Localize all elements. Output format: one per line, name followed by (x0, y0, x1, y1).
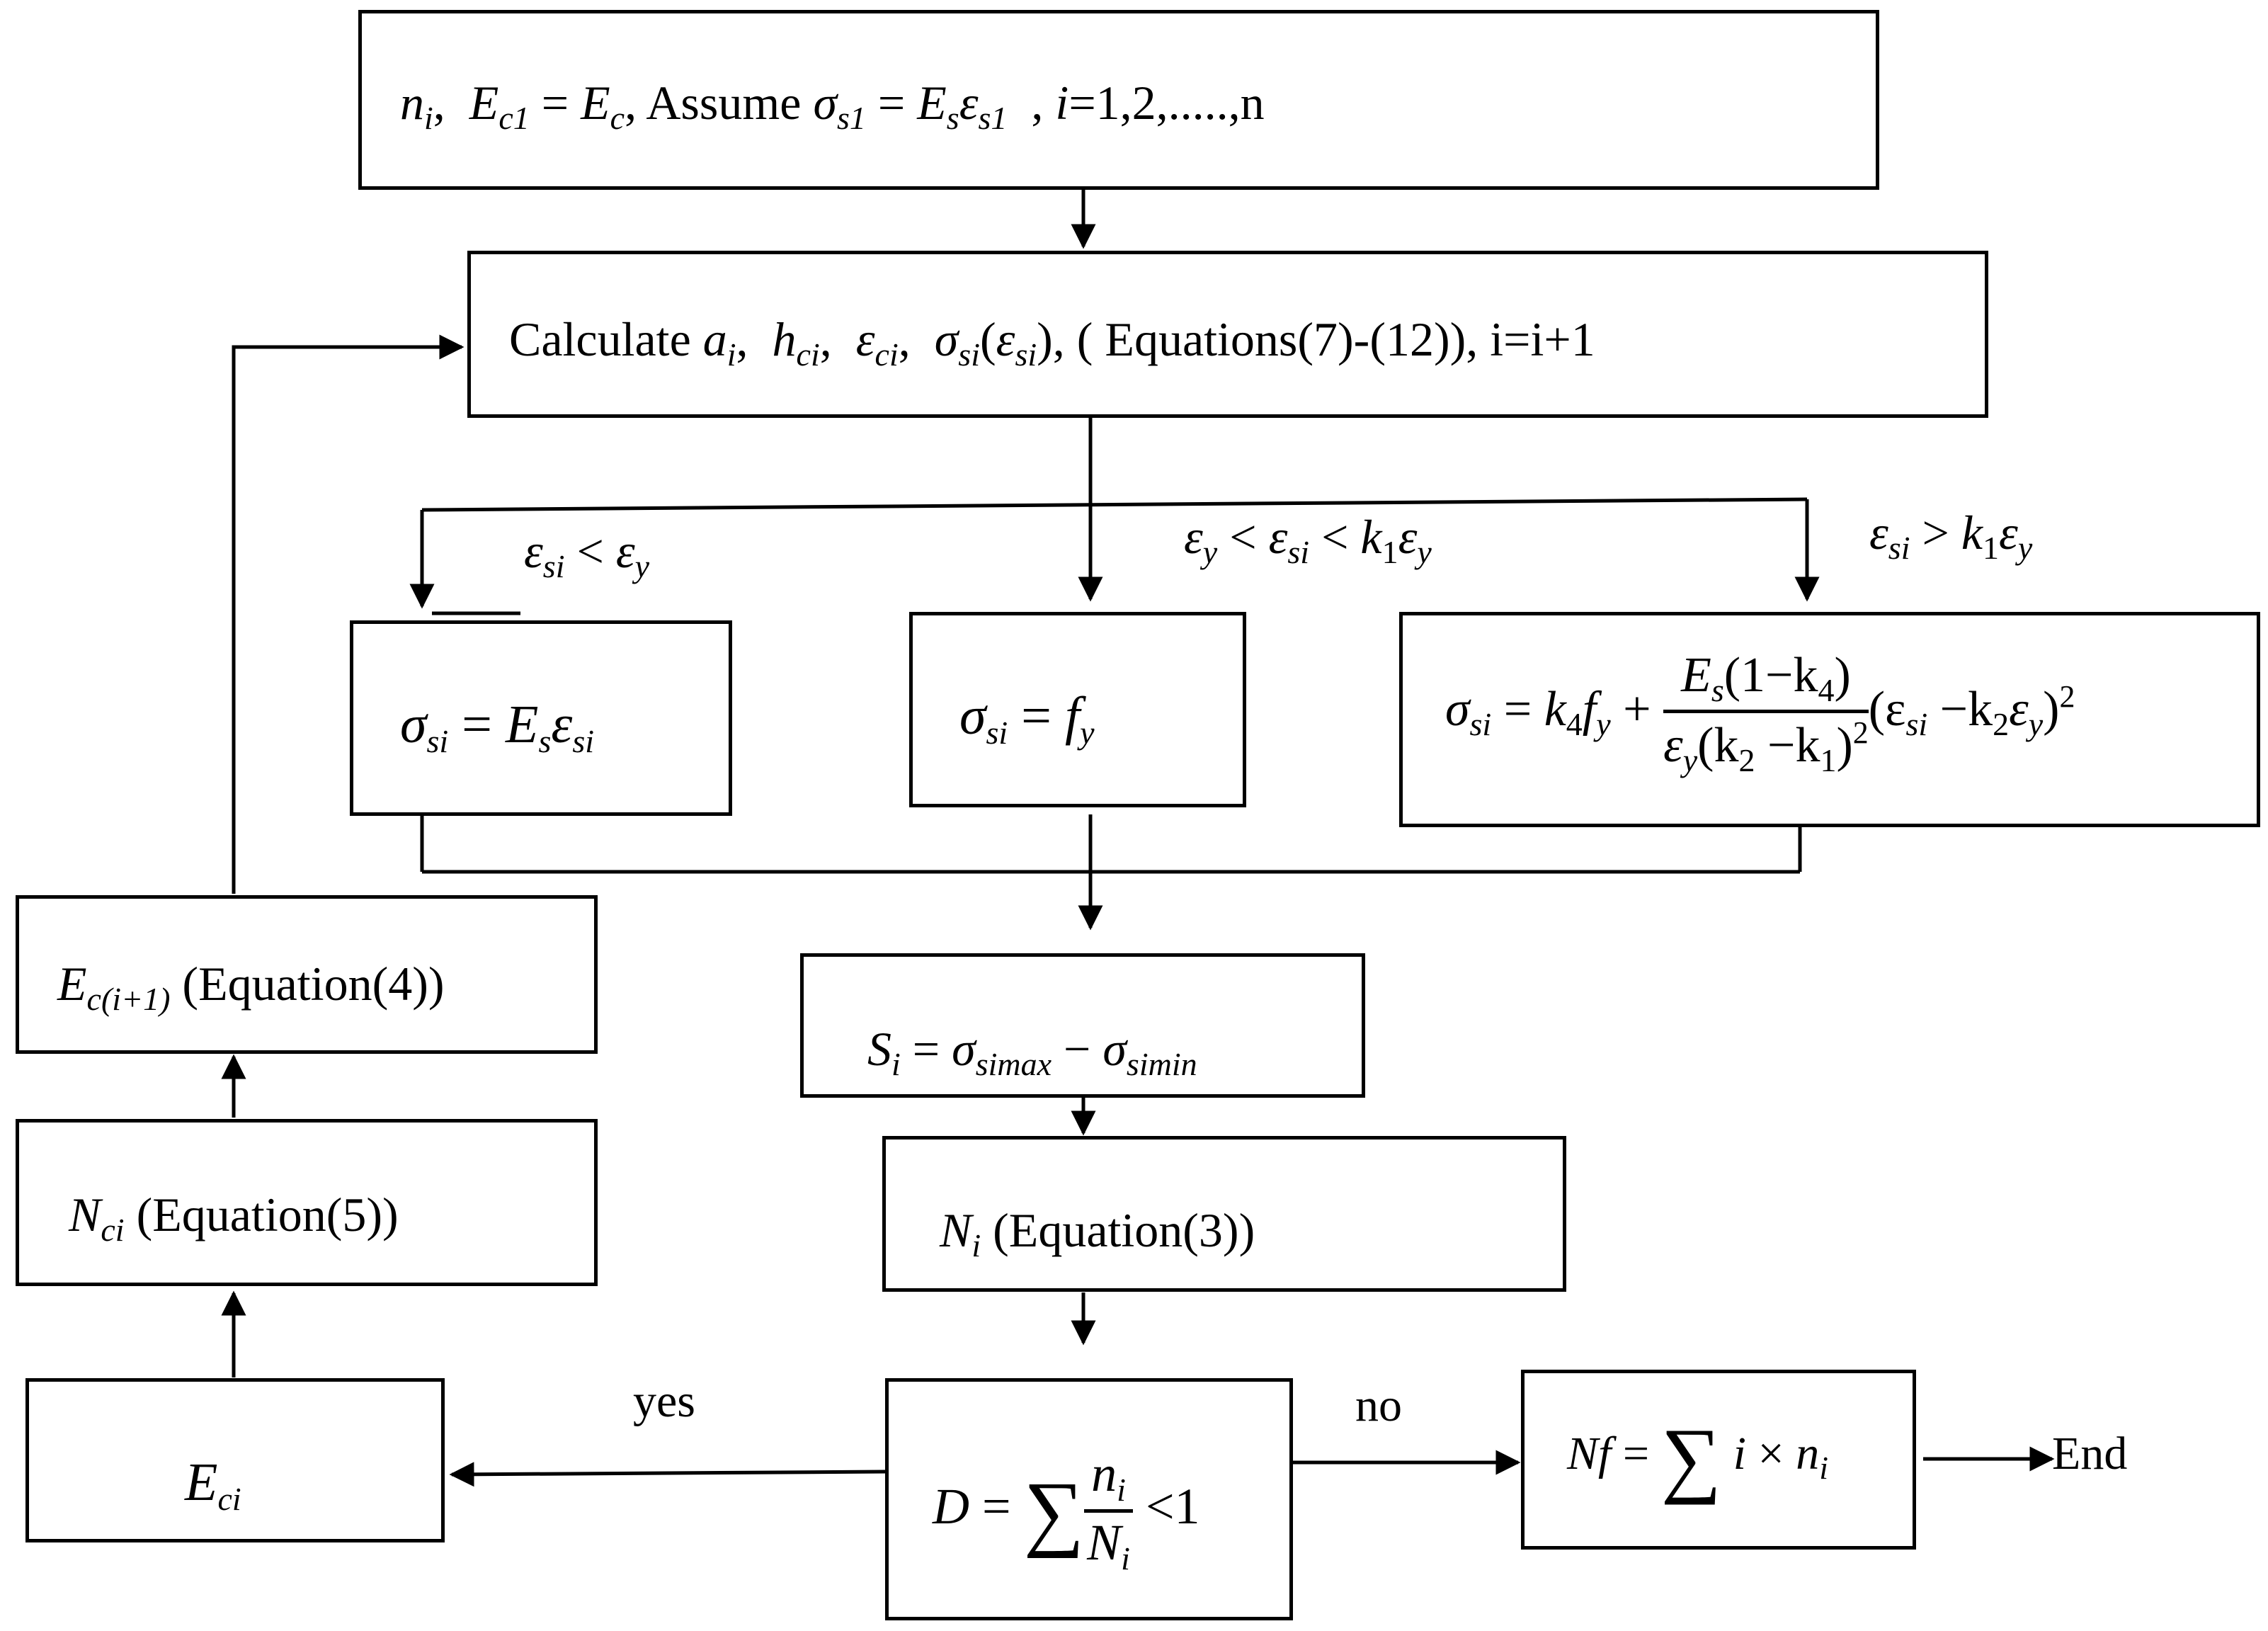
no-label: no (1355, 1380, 1402, 1431)
condition-left: εsi < εy (524, 524, 650, 584)
hardening-stress-box: σsi = k4fy + Es(1−k4)εy(k2 −k1)2(εsi −k2… (1399, 612, 2260, 827)
fatigue-life-ni-text: Ni (Equation(3)) (940, 1203, 1255, 1263)
yield-stress-box: σsi = fy (909, 612, 1246, 807)
condition-middle: εy < εsi < k1εy (1184, 510, 1432, 570)
elastic-formula: σsi = Esεsi (400, 695, 595, 759)
start-box: ni, Ec1 = Ec, Assume σs1 = Esεs1 , i=1,2… (358, 10, 1879, 190)
start-text: ni, Ec1 = Ec, Assume σs1 = Esεs1 , i=1,2… (400, 76, 1265, 136)
yield-formula: σsi = fy (959, 686, 1095, 751)
total-life-nf-box: Nf = ∑ i × ni (1521, 1370, 1916, 1550)
calculate-box: Calculate ai, hci, εci, σsi(εsi), ( Equa… (467, 251, 1988, 418)
assume-text: , Assume (625, 76, 814, 130)
stress-range-box: Si = σsimax − σsimin (800, 953, 1365, 1098)
elastic-stress-box: σsi = Esεsi (350, 620, 732, 816)
ec1-symbol: E (469, 76, 499, 130)
arrow-damage-to-eci (449, 1462, 886, 1487)
ni-symbol: n (400, 76, 424, 130)
condition-right: εsi > k1εy (1869, 506, 2033, 566)
eci-text: Eci (185, 1453, 241, 1517)
arrow-loop-to-calc (232, 334, 465, 894)
branch-horizontal (421, 497, 1808, 512)
end-label: End (2052, 1428, 2128, 1479)
next-modulus-box: Ec(i+1) (Equation(4)) (16, 895, 598, 1054)
hardening-fraction: Es(1−k4)εy(k2 −k1)2 (1663, 648, 1869, 778)
fatigue-life-ni-box: Ni (Equation(3)) (882, 1136, 1566, 1292)
concrete-life-nci-box: Nci (Equation(5)) (16, 1119, 598, 1286)
stress-range-formula: Si = σsimax − σsimin (867, 1022, 1197, 1082)
yes-label: yes (633, 1375, 695, 1427)
calculate-text: Calculate ai, hci, εci, σsi(εsi), ( Equa… (509, 312, 1595, 373)
hardening-formula: σsi = k4fy + Es(1−k4)εy(k2 −k1)2(εsi −k2… (1445, 648, 2075, 778)
total-life-formula: Nf = ∑ i × ni (1567, 1411, 1828, 1505)
ecnext-text: Ec(i+1) (Equation(4)) (57, 957, 445, 1017)
nci-text: Nci (Equation(5)) (69, 1188, 399, 1248)
concrete-modulus-eci-box: Eci (25, 1378, 445, 1542)
